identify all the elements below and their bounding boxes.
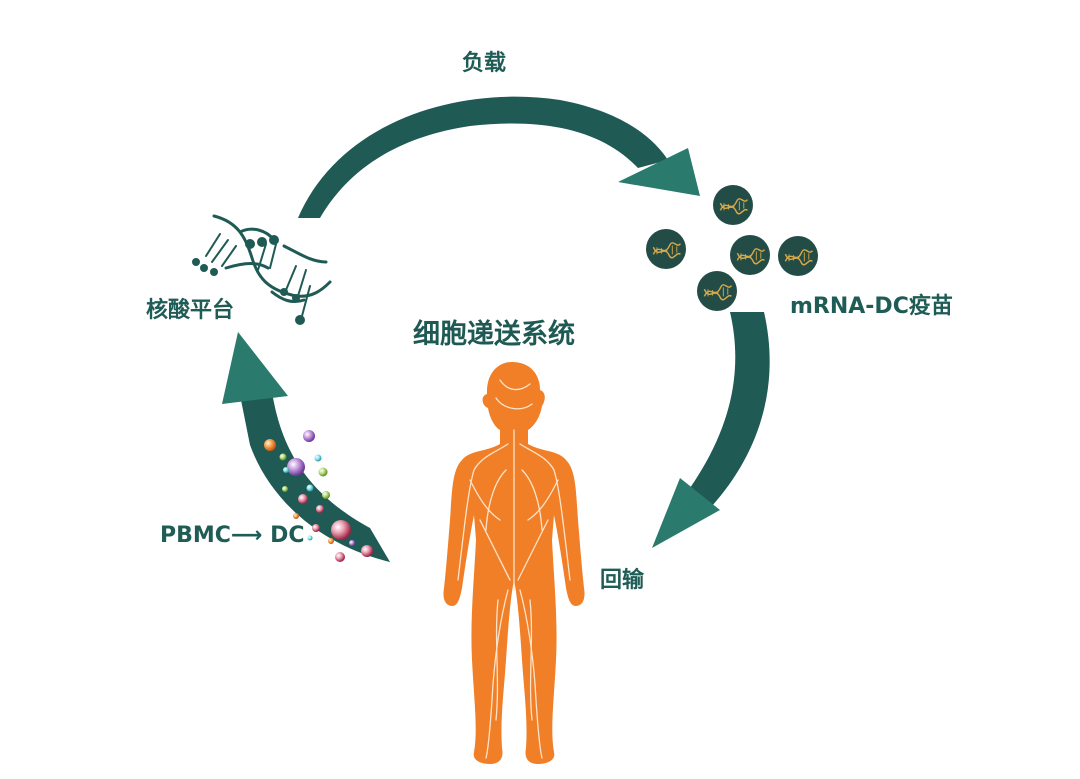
human-body-icon xyxy=(443,362,585,764)
load-arrow xyxy=(298,96,700,218)
mrna-particle-icon xyxy=(646,185,818,311)
dna-helix-nodes xyxy=(192,235,305,325)
load-label: 负载 xyxy=(462,51,507,76)
reinfusion-label: 回输 xyxy=(600,568,645,593)
dna-helix-icon xyxy=(205,214,332,317)
vaccine-label: mRNA-DC疫苗 xyxy=(790,294,953,319)
nucleic-platform-label: 核酸平台 xyxy=(146,298,235,323)
cell-cluster-icon xyxy=(264,430,373,562)
differentiation-arrow xyxy=(222,332,390,562)
pbmc-to-dc-label: PBMC⟶ DC xyxy=(160,523,305,548)
reinfusion-arrow xyxy=(652,312,770,548)
diagram-title: 细胞递送系统 xyxy=(413,319,575,350)
